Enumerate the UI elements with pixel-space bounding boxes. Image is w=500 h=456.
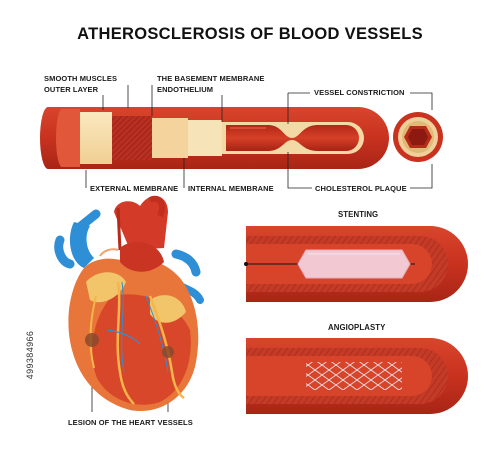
label-endothelium: ENDOTHELIUM [157, 85, 214, 94]
stent-mesh-icon [306, 362, 402, 390]
stenting-vessel [240, 224, 468, 304]
label-cholesterol-plaque: CHOLESTEROL PLAQUE [315, 184, 407, 193]
label-smooth-muscles: SMOOTH MUSCLES [44, 74, 118, 83]
label-basement-membrane: THE BASEMENT MEMBRANE [157, 74, 265, 83]
main-vessel [40, 107, 389, 169]
label-outer-layer: OUTER LAYER [44, 85, 99, 94]
heart-illustration [54, 195, 204, 412]
label-angioplasty: ANGIOPLASTY [328, 323, 386, 332]
label-internal-membrane: INTERNAL MEMBRANE [188, 184, 274, 193]
page-title: ATHEROSCLEROSIS OF BLOOD VESSELS [77, 25, 423, 43]
label-vessel-constriction: VESSEL CONSTRICTION [314, 88, 405, 97]
lesion-spot [162, 346, 174, 358]
label-lesion: LESION OF THE HEART VESSELS [68, 418, 193, 427]
label-external-membrane: EXTERNAL MEMBRANE [90, 184, 179, 193]
angioplasty-vessel [240, 336, 468, 416]
vessel-cross-section [393, 112, 443, 162]
stock-id-text: 499384966 [25, 330, 35, 380]
label-stenting: STENTING [338, 210, 379, 219]
lesion-spot [85, 333, 99, 347]
